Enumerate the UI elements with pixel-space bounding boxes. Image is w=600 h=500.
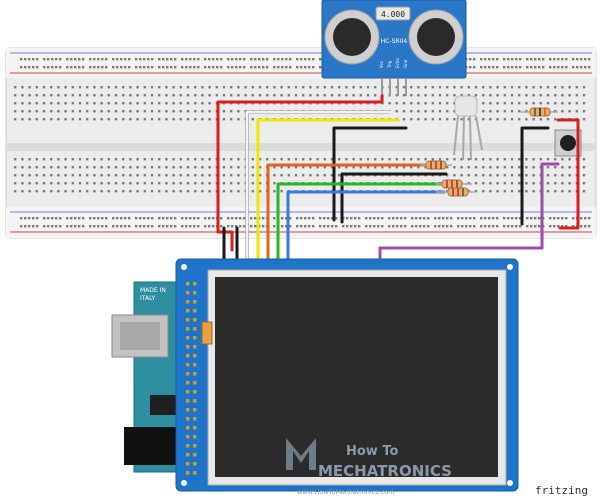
- resistors: [420, 107, 558, 197]
- arduino-made-in: MADE IN: [140, 287, 166, 294]
- fritzing-credit: fritzing: [535, 484, 588, 497]
- wire-red-vcc: [216, 94, 384, 252]
- howtomechatronics-logo: How To MECHATRONICS www.HowToMechatronic…: [286, 438, 452, 496]
- wire-black-button: [520, 126, 550, 226]
- logo-title-line2: MECHATRONICS: [318, 462, 452, 480]
- ultrasonic-sensor: 4.000 HC-SR04 Vcc Trig Echo Gnd: [321, 0, 467, 96]
- wire-orange: [266, 163, 432, 264]
- wire-yellow-echo: [256, 118, 400, 264]
- wire-black-sensor-gnd: [332, 126, 408, 222]
- sensor-header-pins: [381, 78, 407, 96]
- logo-title-line1: How To: [346, 444, 398, 459]
- logo-m-icon: [286, 438, 316, 470]
- wire-black-led: [340, 172, 448, 224]
- wire-purple: [378, 162, 560, 264]
- wire-blue: [286, 190, 446, 264]
- sensor-pin-trig: Trig: [387, 60, 392, 69]
- wire-white-trig: [245, 110, 392, 264]
- wire-white-trig-outline: [245, 110, 391, 263]
- breadboard: [5, 47, 597, 239]
- sensor-model: HC-SR04: [381, 38, 408, 45]
- sensor-pin-gnd: Gnd: [403, 59, 408, 68]
- sensor-pin-echo: Echo: [395, 58, 400, 68]
- rgb-led: [453, 95, 483, 161]
- sensor-display: 4.000: [381, 10, 405, 19]
- wire-green: [276, 182, 446, 264]
- lcd-shield: [175, 258, 519, 492]
- wire-red-power: [556, 118, 580, 230]
- arduino-country: ITALY: [140, 295, 156, 302]
- logo-url: www.HowToMechatronics.com: [297, 488, 395, 496]
- sensor-pin-vcc: Vcc: [379, 61, 384, 68]
